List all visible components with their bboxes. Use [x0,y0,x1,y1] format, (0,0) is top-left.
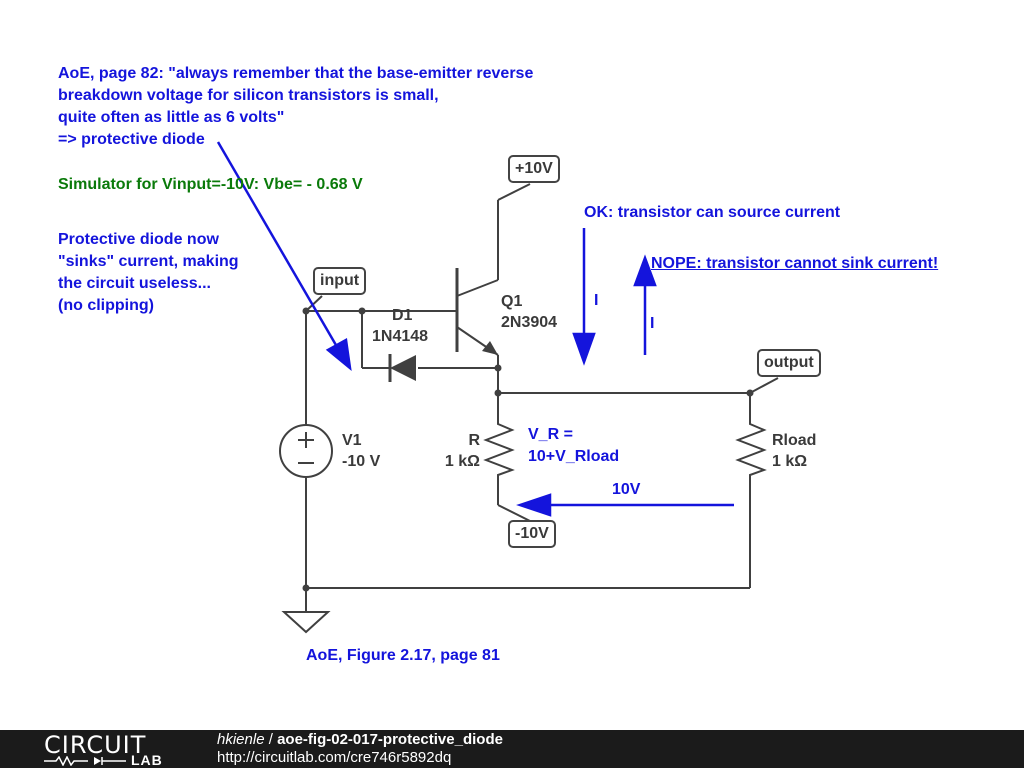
component-name: D1 [392,307,413,324]
annotation-pointer-arrowhead [325,338,352,371]
title-separator: / [264,731,278,748]
r-label: R 1 kΩ [440,430,480,472]
junction-dot [302,307,310,315]
note-line: breakdown voltage for silicon transistor… [58,87,439,104]
note-line: "sinks" current, making [58,253,239,270]
component-name: V1 [342,432,362,449]
footer-bar: CIRCUIT LAB hkienle / aoe-fig-02-017-pro… [0,730,1024,768]
figure-reference: AoE, Figure 2.17, page 81 [306,647,500,664]
sink-current-note: Protective diode now "sinks" current, ma… [58,229,239,317]
note-line: AoE, page 82: "always remember that the … [58,65,534,82]
source-current-note: OK: transistor can source current [584,204,841,221]
junction-dot [302,584,310,592]
junction-dot [746,389,754,397]
note-line: (no clipping) [58,297,154,314]
sink-current-warning: NOPE: transistor cannot sink current! [651,255,939,272]
annotation-pointer-line [216,141,342,353]
current-arrow-down-head [572,332,596,366]
logo-lab-text: LAB [131,752,163,768]
note-line: the circuit useless... [58,275,211,292]
ground-symbol [281,611,331,634]
component-value: 1 kΩ [444,453,480,470]
component-name: R [468,432,480,449]
voltage-label: 10V [612,481,641,498]
d1-diode-triangle [390,355,416,381]
vr-equation-note: V_R = 10+V_Rload [528,424,619,468]
logo-wordmark: CIRCUIT [44,731,147,759]
wire [305,295,323,312]
junction-dot [494,389,502,397]
component-value: 1 kΩ [772,453,808,470]
note-line: V_R = [528,426,573,443]
wire [497,504,531,522]
rload-label: Rload 1 kΩ [772,430,816,472]
note-line: 10+V_Rload [528,448,620,465]
wire [749,377,779,394]
schematic-title[interactable]: aoe-fig-02-017-protective_diode [277,731,503,748]
q1-label: Q1 2N3904 [501,291,557,333]
q1-emitter-arrow [482,341,498,355]
simulator-note: Simulator for Vinput=-10V: Vbe= - 0.68 V [58,176,363,193]
voltage-arrow-head [516,493,552,517]
component-name: Rload [772,432,817,449]
resistor-r-zigzag [483,418,515,478]
junction-dot [358,307,366,315]
net-tag-minus10v: -10V [508,520,556,548]
author-link[interactable]: hkienle [217,731,265,748]
component-value: -10 V [342,453,381,470]
note-line: Protective diode now [58,231,219,248]
current-label: I [594,292,599,309]
resistor-rload-zigzag [735,418,767,478]
schematic-url[interactable]: http://circuitlab.com/cre746r5892dq [217,749,452,766]
wire [497,183,531,201]
logo-zigzag-icon [44,756,126,766]
note-line: quite often as little as 6 volts" [58,109,285,126]
current-label: I [650,315,655,332]
net-tag-output: output [757,349,821,377]
v1-label: V1 -10 V [342,430,380,472]
d1-part-label: 1N4148 [372,328,429,345]
current-arrow-up-head [633,254,657,287]
schematic-canvas [216,141,779,634]
component-name: Q1 [501,293,523,310]
v1-source-circle [279,424,333,478]
d1-label: D1 [392,305,412,326]
component-part: 2N3904 [501,314,558,331]
schematic-title-line: hkienle / aoe-fig-02-017-protective_diod… [217,731,503,748]
net-tag-input: input [313,267,367,295]
net-tag-plus10v: +10V [508,155,560,183]
aoe-quote-note: AoE, page 82: "always remember that the … [58,63,533,151]
circuitlab-logo[interactable]: CIRCUIT LAB [44,731,162,768]
q1-collector-leg [456,279,499,297]
note-line: => protective diode [58,131,205,148]
junction-dot [494,364,502,372]
